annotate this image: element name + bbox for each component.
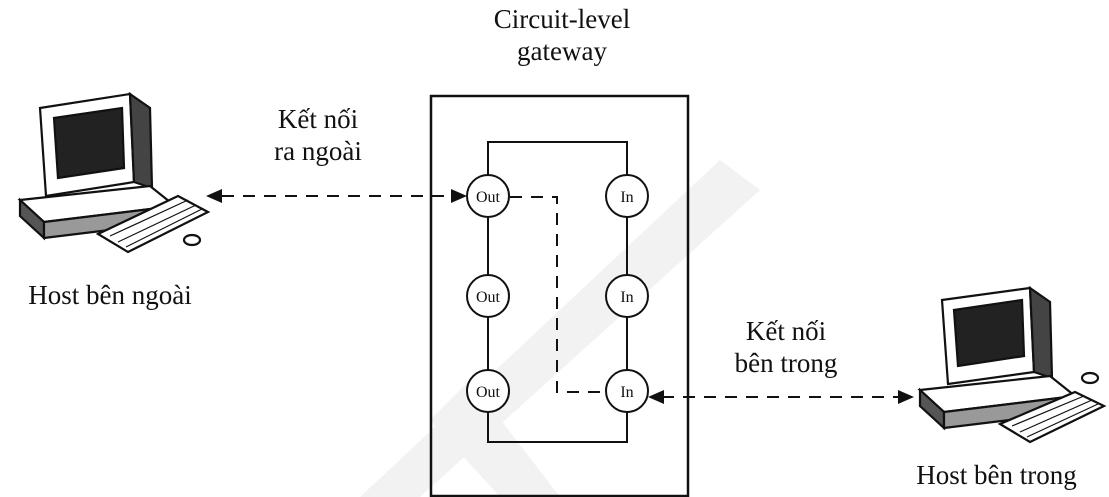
out-node: Out	[467, 370, 509, 412]
in-node: In	[606, 370, 648, 412]
gateway-title-line: gateway	[452, 36, 672, 68]
outbound-connection-label-line: Kết nối	[228, 104, 408, 136]
in-node: In	[606, 275, 648, 317]
inbound-connection-label: Kết nối bên trong	[676, 316, 896, 380]
internal-host-label: Host bên trong	[884, 460, 1109, 492]
inbound-connection-label-line: Kết nối	[676, 316, 896, 348]
external-host-label: Host bên ngoài	[0, 280, 220, 312]
in-node-label: In	[620, 189, 633, 206]
outbound-connection-arrow	[206, 189, 467, 203]
gateway-title: Circuit-level gateway	[452, 4, 672, 68]
in-node-label: In	[620, 384, 633, 401]
out-node-label: Out	[476, 289, 501, 306]
out-node-label: Out	[476, 189, 501, 206]
gateway-title-line: Circuit-level	[452, 4, 672, 36]
inbound-connection-label-line: bên trong	[676, 348, 896, 380]
in-node: In	[606, 175, 648, 217]
internal-host-computer-icon	[920, 288, 1104, 442]
outbound-connection-label-line: ra ngoài	[228, 136, 408, 168]
out-node-label: Out	[476, 384, 501, 401]
in-node-label: In	[620, 289, 633, 306]
outbound-connection-label: Kết nối ra ngoài	[228, 104, 408, 168]
out-node: Out	[467, 175, 509, 217]
out-node: Out	[467, 275, 509, 317]
external-host-computer-icon	[20, 94, 208, 252]
